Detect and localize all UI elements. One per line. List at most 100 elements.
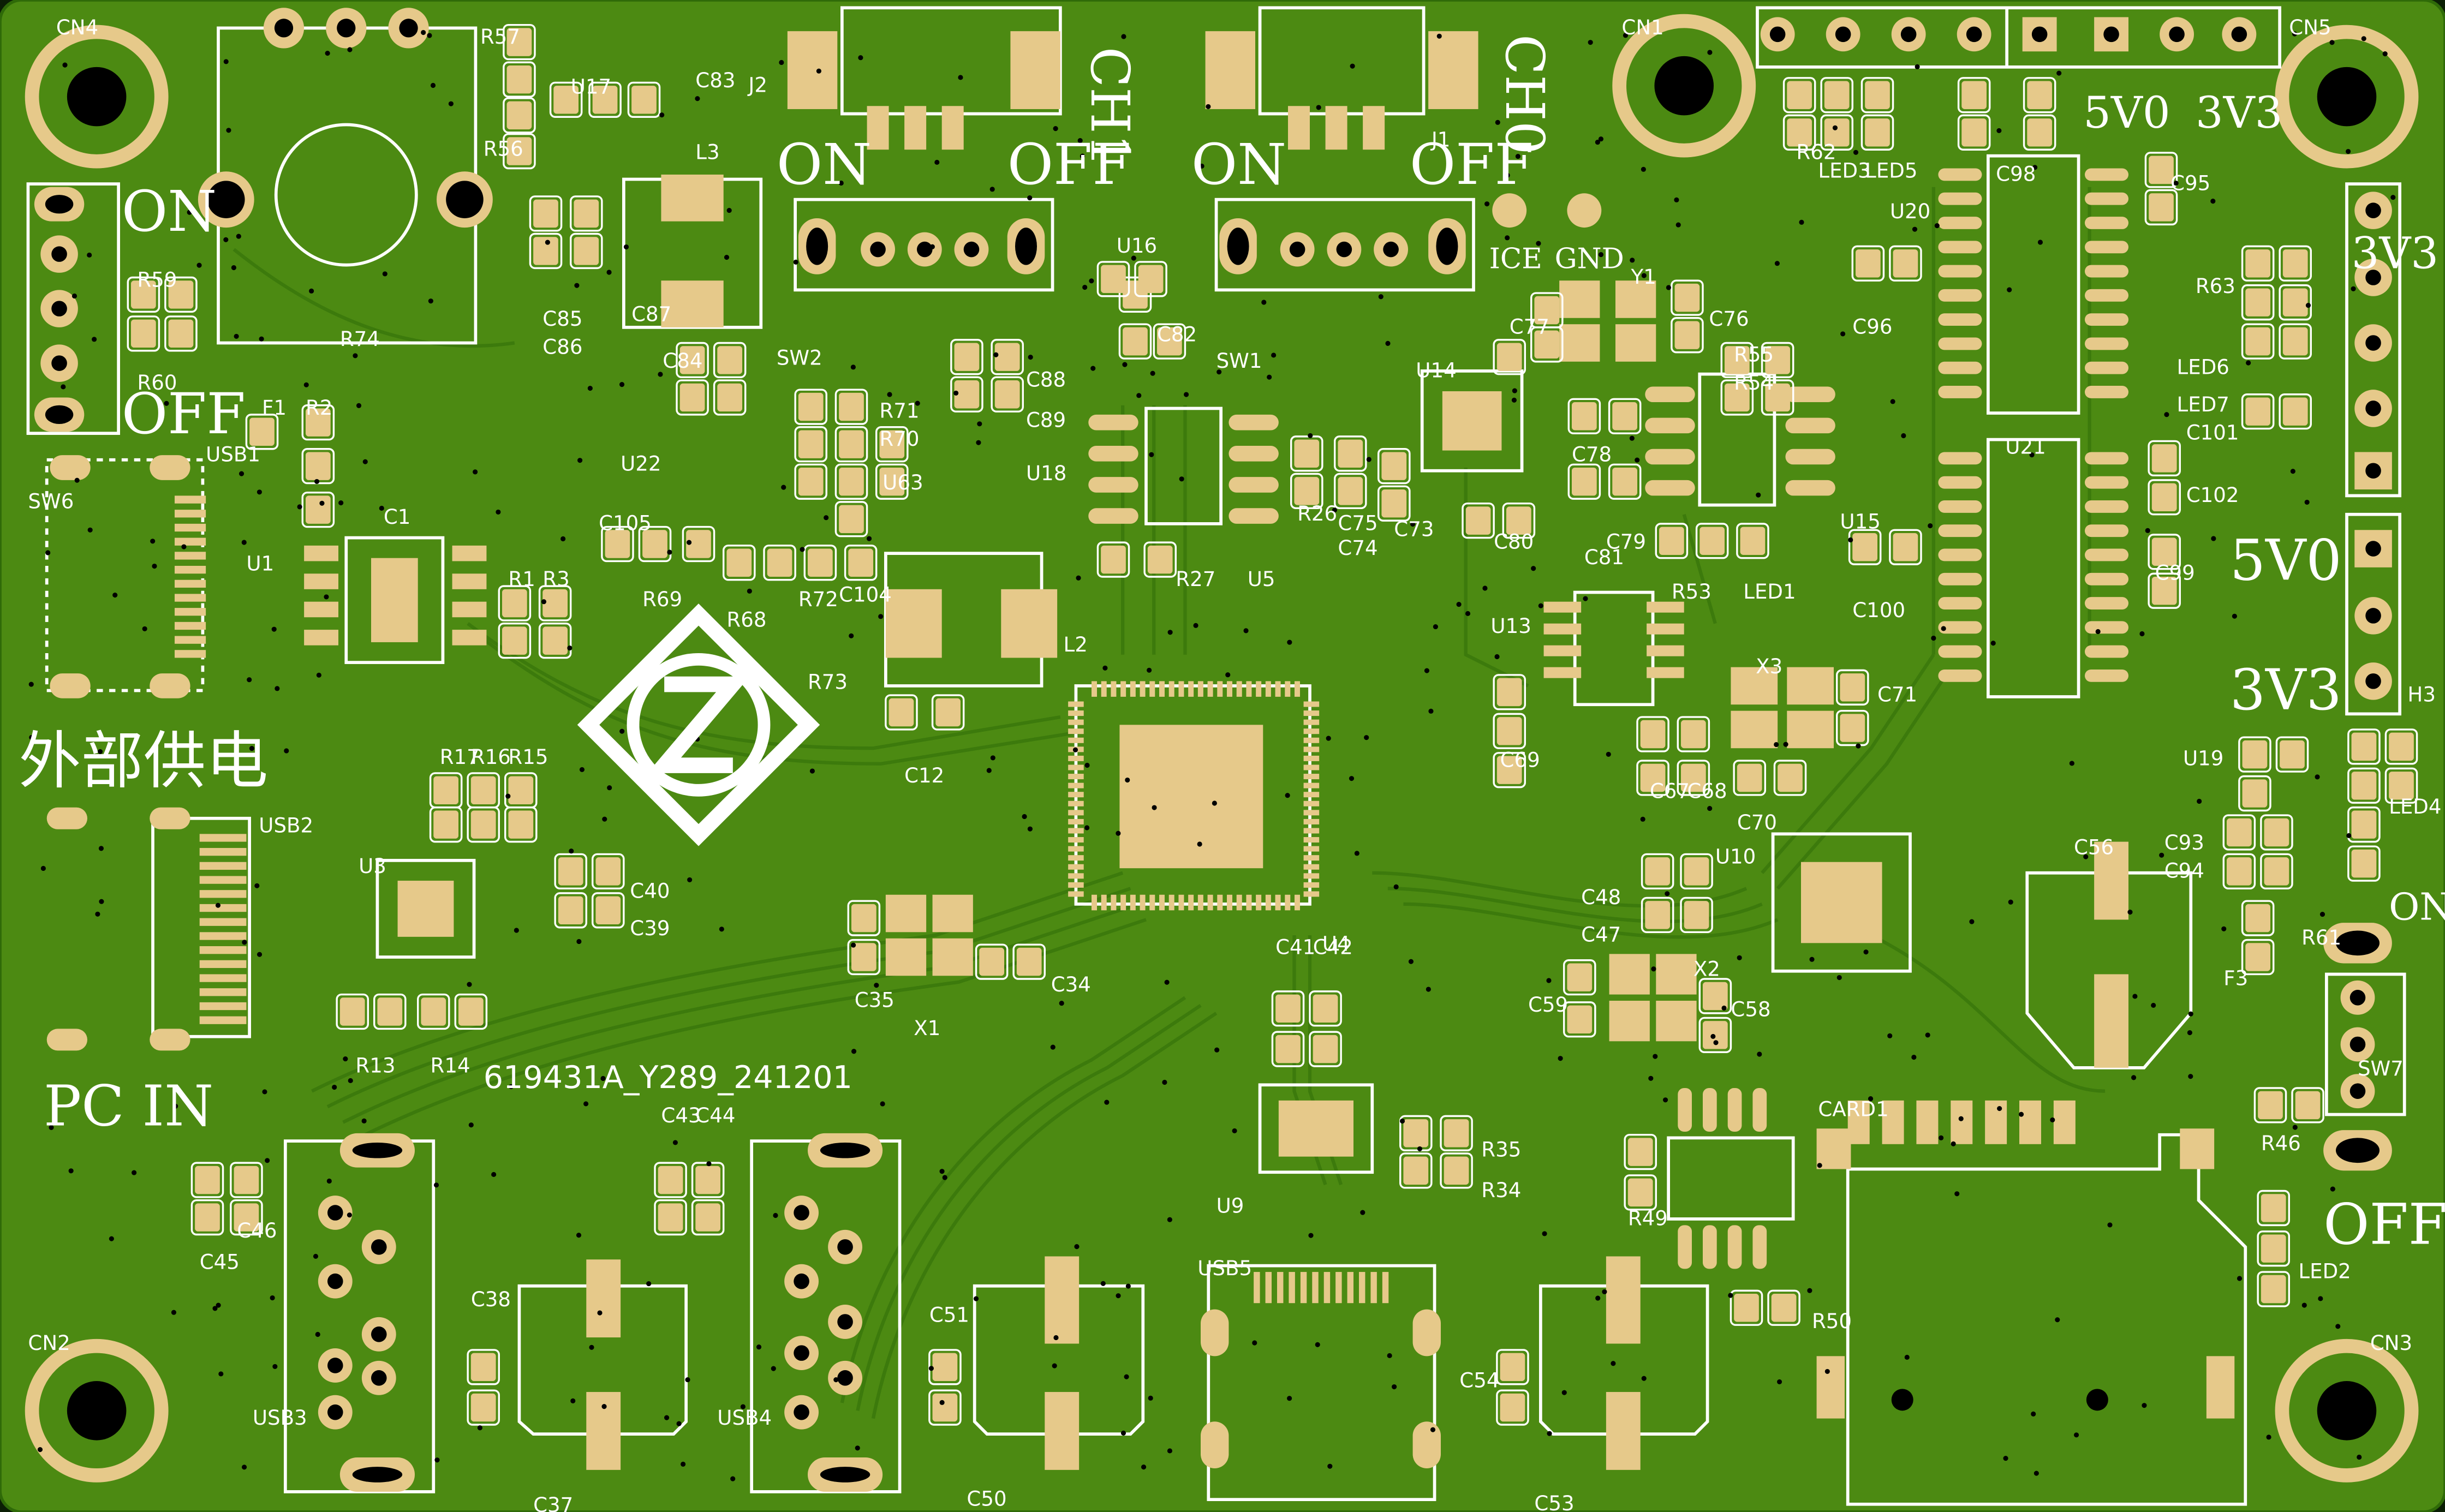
ref-designator: C73 bbox=[1394, 518, 1434, 541]
ref-designator: U15 bbox=[1840, 510, 1880, 533]
ref-designator: R50 bbox=[1812, 1310, 1852, 1333]
qfn-u3 bbox=[375, 859, 476, 959]
ref-designator: CN1 bbox=[1621, 16, 1663, 39]
ext-power-label: 外部供电 bbox=[19, 725, 268, 797]
ref-designator: C44 bbox=[695, 1104, 735, 1127]
on-label-left: ON bbox=[122, 180, 217, 244]
usb4-connector bbox=[750, 1133, 902, 1493]
ref-designator: R70 bbox=[879, 427, 919, 451]
debug-pads bbox=[1492, 193, 1602, 228]
ref-designator: U1 bbox=[246, 552, 274, 576]
ref-designator: U21 bbox=[2005, 435, 2046, 458]
ref-designator: R73 bbox=[808, 671, 848, 694]
pc-in-label: PC IN bbox=[44, 1074, 213, 1139]
ref-designator: C67 bbox=[1650, 780, 1690, 803]
board-id-label: 619431A_Y289_241201 bbox=[484, 1060, 852, 1096]
ref-designator: R3 bbox=[542, 567, 569, 591]
ref-designator: U10 bbox=[1715, 845, 1756, 869]
ref-designator: C35 bbox=[855, 988, 894, 1012]
ref-designator: R57 bbox=[480, 25, 520, 49]
ref-designator: C95 bbox=[2170, 172, 2210, 195]
ref-designator: C12 bbox=[904, 764, 944, 787]
ref-designator: R27 bbox=[1176, 567, 1215, 591]
ref-designator: C104 bbox=[839, 583, 892, 607]
off-label-left: OFF bbox=[122, 382, 246, 447]
ref-designator: U63 bbox=[882, 471, 923, 494]
v33-label-top: 3V3 bbox=[2196, 87, 2283, 138]
ref-designator: C105 bbox=[599, 511, 652, 535]
ref-designator: X3 bbox=[1756, 655, 1782, 678]
ref-designator: R53 bbox=[1672, 580, 1712, 603]
sd-card-slot bbox=[1816, 1100, 2247, 1506]
ref-designator: C100 bbox=[1852, 599, 1905, 622]
ref-designator: U20 bbox=[1890, 200, 1930, 223]
ic-card-buffer bbox=[1667, 1087, 1795, 1269]
ref-designator: C99 bbox=[2155, 561, 2195, 585]
ref-designator: F3 bbox=[2223, 966, 2248, 990]
ref-designator: J2 bbox=[747, 74, 767, 97]
usb1-connector bbox=[45, 455, 206, 698]
v5-label-right: 5V0 bbox=[2230, 529, 2342, 594]
ref-designator: LED7 bbox=[2177, 393, 2229, 416]
ref-designator: USB1 bbox=[206, 443, 260, 467]
mounting-hole-tr bbox=[2275, 25, 2419, 169]
cap-c56 bbox=[2025, 841, 2193, 1069]
ice-label: ICE bbox=[1489, 242, 1542, 275]
ref-designator: R35 bbox=[1481, 1138, 1521, 1162]
usb2-connector bbox=[46, 807, 251, 1051]
ref-designator: U16 bbox=[1117, 234, 1157, 258]
ref-designator: X1 bbox=[914, 1017, 940, 1040]
ref-designator: C77 bbox=[1510, 315, 1549, 338]
right-header-bottom bbox=[2345, 512, 2401, 716]
ref-designator: U18 bbox=[1026, 462, 1066, 485]
crystal-x2 bbox=[1609, 954, 1697, 1042]
ref-designator: LED6 bbox=[2177, 356, 2229, 379]
ref-designator: R54 bbox=[1734, 371, 1774, 395]
ref-designator: Y1 bbox=[1631, 265, 1656, 289]
ref-designator: C101 bbox=[2186, 421, 2239, 445]
ref-designator: C1 bbox=[384, 505, 411, 529]
ref-designator: SW2 bbox=[777, 346, 822, 369]
v33-label-right: 3V3 bbox=[2230, 658, 2342, 723]
ref-designator: C79 bbox=[1606, 530, 1646, 554]
ref-designator: USB4 bbox=[717, 1406, 772, 1430]
right-header-top bbox=[2345, 182, 2401, 498]
ref-designator: U4 bbox=[1322, 933, 1350, 956]
ref-designator: R13 bbox=[355, 1054, 395, 1077]
ref-designator: C38 bbox=[471, 1288, 511, 1311]
soic-u21 bbox=[1938, 438, 2128, 698]
usb3-connector bbox=[284, 1133, 436, 1493]
ref-designator: R55 bbox=[1734, 343, 1774, 367]
ref-designator: C40 bbox=[630, 879, 670, 903]
on-label-right: ON bbox=[2389, 885, 2445, 929]
top-pin-header bbox=[1756, 6, 2281, 69]
ch0-label: CH0 bbox=[1494, 34, 1555, 155]
off-label-ch1: OFF bbox=[1007, 133, 1131, 198]
ic-u15 bbox=[1645, 372, 1835, 507]
ref-designator: R49 bbox=[1628, 1206, 1668, 1230]
ref-designator: R14 bbox=[431, 1054, 470, 1077]
ref-designator: R62 bbox=[1796, 140, 1836, 164]
ref-designator: C94 bbox=[2164, 859, 2204, 882]
ref-designator: C46 bbox=[237, 1219, 277, 1242]
ref-designator: R69 bbox=[642, 588, 682, 611]
ref-designator: R16 bbox=[471, 745, 511, 769]
ref-designator: L3 bbox=[695, 140, 719, 164]
ref-designator: C50 bbox=[967, 1487, 1006, 1511]
ref-designator: R59 bbox=[137, 268, 177, 292]
ref-designator: R17 bbox=[440, 745, 480, 769]
ref-designator: U14 bbox=[1416, 358, 1456, 382]
ref-designator: SW6 bbox=[28, 489, 74, 513]
switch-ch0 bbox=[1205, 6, 1478, 292]
ref-designator: LED4 bbox=[2389, 795, 2441, 818]
off-label-ch0: OFF bbox=[1410, 133, 1534, 198]
ref-designator: C37 bbox=[533, 1493, 573, 1512]
inductor-l2 bbox=[884, 552, 1058, 688]
left-power-switch bbox=[26, 182, 120, 435]
ref-designator: U17 bbox=[571, 75, 611, 98]
ref-designator: C78 bbox=[1572, 443, 1612, 467]
ref-designator: USB5 bbox=[1197, 1257, 1252, 1280]
